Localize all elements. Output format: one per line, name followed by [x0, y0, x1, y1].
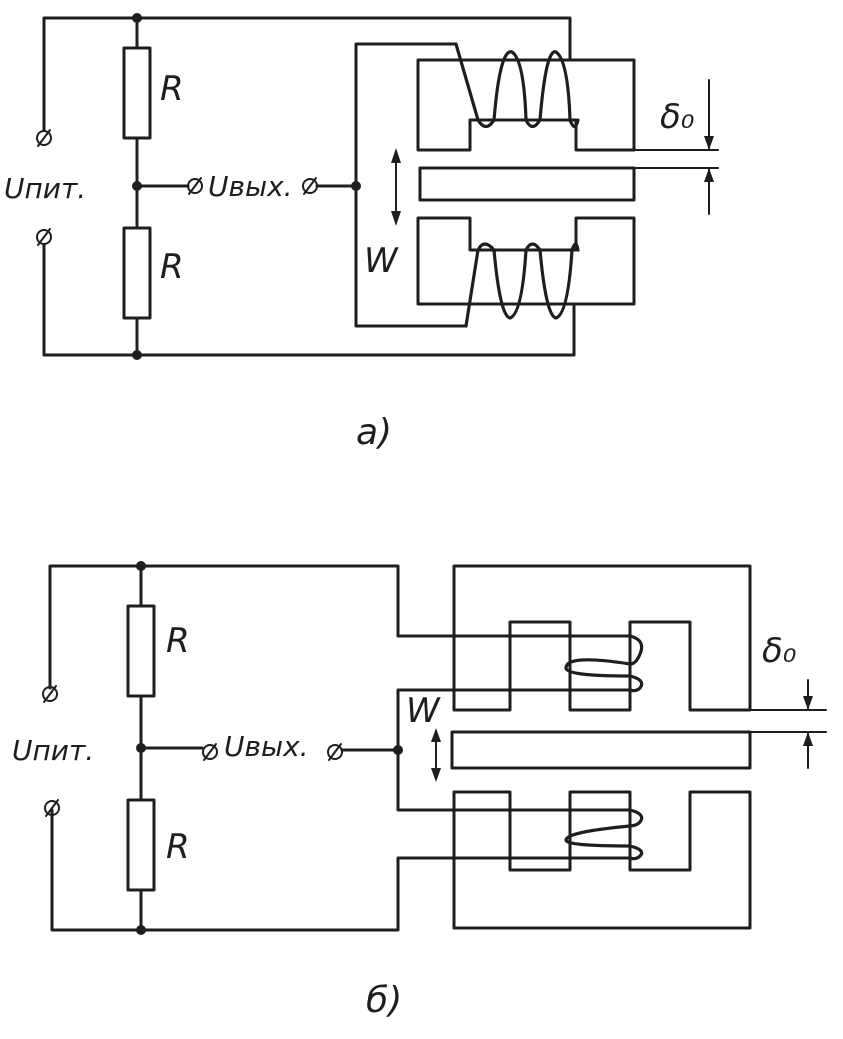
diagram-a-upper-coil: [454, 42, 580, 129]
diagram-b-caption: б): [366, 980, 402, 1021]
diagram-a-top-wire: [42, 16, 572, 132]
diagram-b-top-wire: [48, 564, 632, 690]
diagram-b-lower-coil: [564, 808, 644, 861]
diagram-a-lower-coil: [464, 242, 580, 328]
diagram-a-resistor-top: [122, 46, 152, 140]
diagram-b-output-terminal-right: [327, 743, 343, 761]
diagram-a-gap-label: δ₀: [660, 97, 695, 137]
diagram-b-output-label: Uвых.: [224, 730, 309, 763]
diagram-a-bottom-wire: [42, 243, 576, 357]
diagram-b-supply-label: Uпит.: [12, 734, 94, 767]
diagram-a-winding-label: W: [364, 241, 399, 281]
diagram-a-resistor-top-label: R: [160, 69, 184, 109]
diagram-a-supply-terminal-top: [36, 129, 52, 147]
diagram-b-motion-arrow: [431, 728, 441, 782]
diagram-a-lower-core: [416, 216, 636, 306]
diagram-a: R R Uпит. Uвых. W δ₀ a): [4, 13, 719, 453]
diagram-b-bottom-wire: [50, 808, 632, 932]
diagram-a-supply-terminal-bottom: [36, 228, 52, 246]
diagram-b-lower-outer-core: [452, 790, 752, 930]
diagram-b-gap-dimension: [689, 679, 827, 769]
diagram-b-upper-outer-core: [452, 564, 752, 712]
diagram-a-coil-lead: [354, 42, 468, 328]
diagram-b-resistor-bottom: [126, 798, 156, 892]
diagram-a-gap-dimension: [633, 79, 719, 215]
diagram-a-armature: [418, 166, 636, 202]
diagram-a-upper-core: [416, 58, 636, 152]
diagram-b-gap-label: δ₀: [762, 631, 797, 671]
diagram-a-output-terminal-left: [187, 177, 203, 195]
diagram-b-resistor-bottom-label: R: [166, 827, 190, 867]
diagram-a-motion-arrow: [391, 148, 401, 226]
diagram-b: R R Uпит. Uвых. W δ₀ б): [12, 561, 827, 1021]
diagram-b-upper-coil: [564, 634, 644, 693]
diagram-b-supply-terminal-bottom: [44, 799, 60, 817]
diagram-b-resistor-top: [126, 604, 156, 698]
diagram-b-coil-lead: [396, 688, 632, 812]
diagram-a-caption: a): [356, 412, 392, 453]
diagram-a-junction: [132, 350, 142, 360]
diagram-b-output-terminal-left: [202, 743, 218, 761]
diagram-a-resistor-bottom: [122, 226, 152, 320]
diagram-a-supply-label: Uпит.: [4, 172, 86, 205]
diagram-b-armature: [450, 730, 752, 770]
diagram-a-output-terminal-right: [302, 177, 318, 195]
diagram-b-junction: [136, 925, 146, 935]
diagram-b-junction: [136, 561, 146, 571]
diagram-a-output-label: Uвых.: [208, 170, 293, 203]
diagram-a-junction: [132, 13, 142, 23]
diagram-b-winding-label: W: [406, 691, 441, 731]
diagram-a-resistor-bottom-label: R: [160, 247, 184, 287]
diagram-b-resistor-top-label: R: [166, 621, 190, 661]
diagram-b-supply-terminal-top: [42, 685, 58, 703]
